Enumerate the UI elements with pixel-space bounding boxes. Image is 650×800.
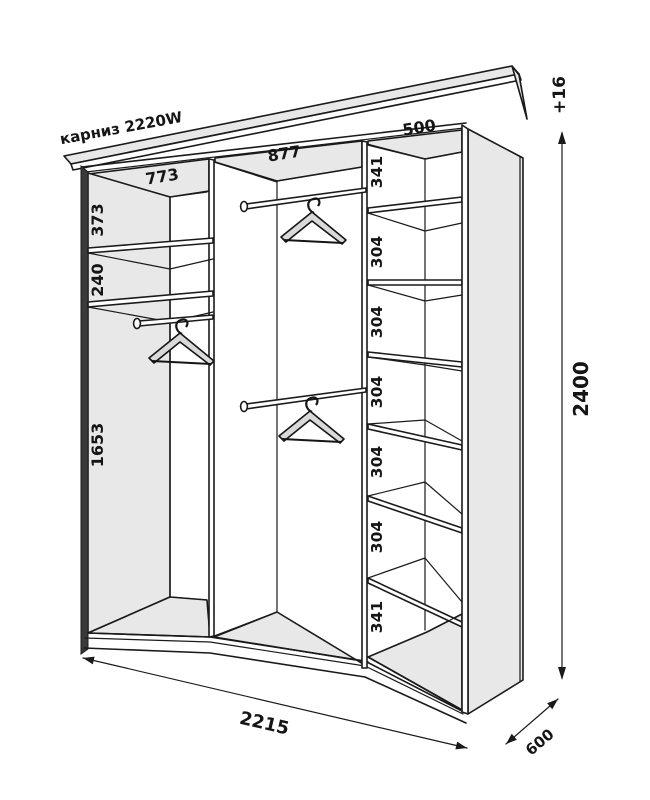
left-gap-top: 373	[88, 203, 107, 236]
section-width-middle: 877	[266, 142, 302, 166]
right-shelf-label: 341	[368, 156, 386, 188]
right-shelf-label: 304	[368, 306, 386, 339]
back-panel-left	[169, 191, 208, 601]
left-gap-middle: 240	[88, 263, 107, 296]
right-shelves	[367, 196, 463, 711]
section-width-left: 773	[144, 165, 180, 189]
left-gap-bottom: 1653	[88, 423, 107, 468]
section-width-right: 500	[401, 116, 437, 140]
left-side-panel	[80, 164, 171, 655]
right-shelf-label: 304	[368, 376, 386, 409]
cabinet-floor	[87, 596, 463, 711]
partition-right	[361, 140, 426, 669]
right-shelf-label: 341	[368, 601, 386, 633]
dimension-width: 2215	[237, 708, 291, 740]
right-side-panel	[461, 124, 524, 715]
dimension-depth-line	[505, 698, 559, 745]
hanging-rod-middle-top	[239, 187, 367, 213]
cornice-extra-height: +16	[550, 76, 570, 114]
hanging-rod-middle-bottom	[239, 387, 367, 413]
back-panel-right	[424, 151, 463, 631]
dimension-width-line	[82, 656, 468, 750]
hanger-icon	[277, 396, 346, 445]
top-panel-edge	[81, 122, 467, 173]
back-panel-middle	[276, 166, 363, 613]
cornice	[63, 65, 528, 171]
right-shelf-label: 304	[368, 446, 386, 479]
partition-left	[208, 158, 278, 638]
dimension-depth: 600	[522, 725, 558, 759]
left-shelf-upper	[87, 237, 214, 270]
hanging-rod-left	[132, 314, 214, 330]
dimension-height-line	[558, 131, 566, 680]
dimension-height: 2400	[569, 361, 593, 417]
right-shelf-label: 304	[368, 521, 386, 554]
right-shelf-label: 304	[368, 236, 386, 269]
plinth	[83, 632, 467, 724]
hanger-icon	[279, 197, 348, 246]
